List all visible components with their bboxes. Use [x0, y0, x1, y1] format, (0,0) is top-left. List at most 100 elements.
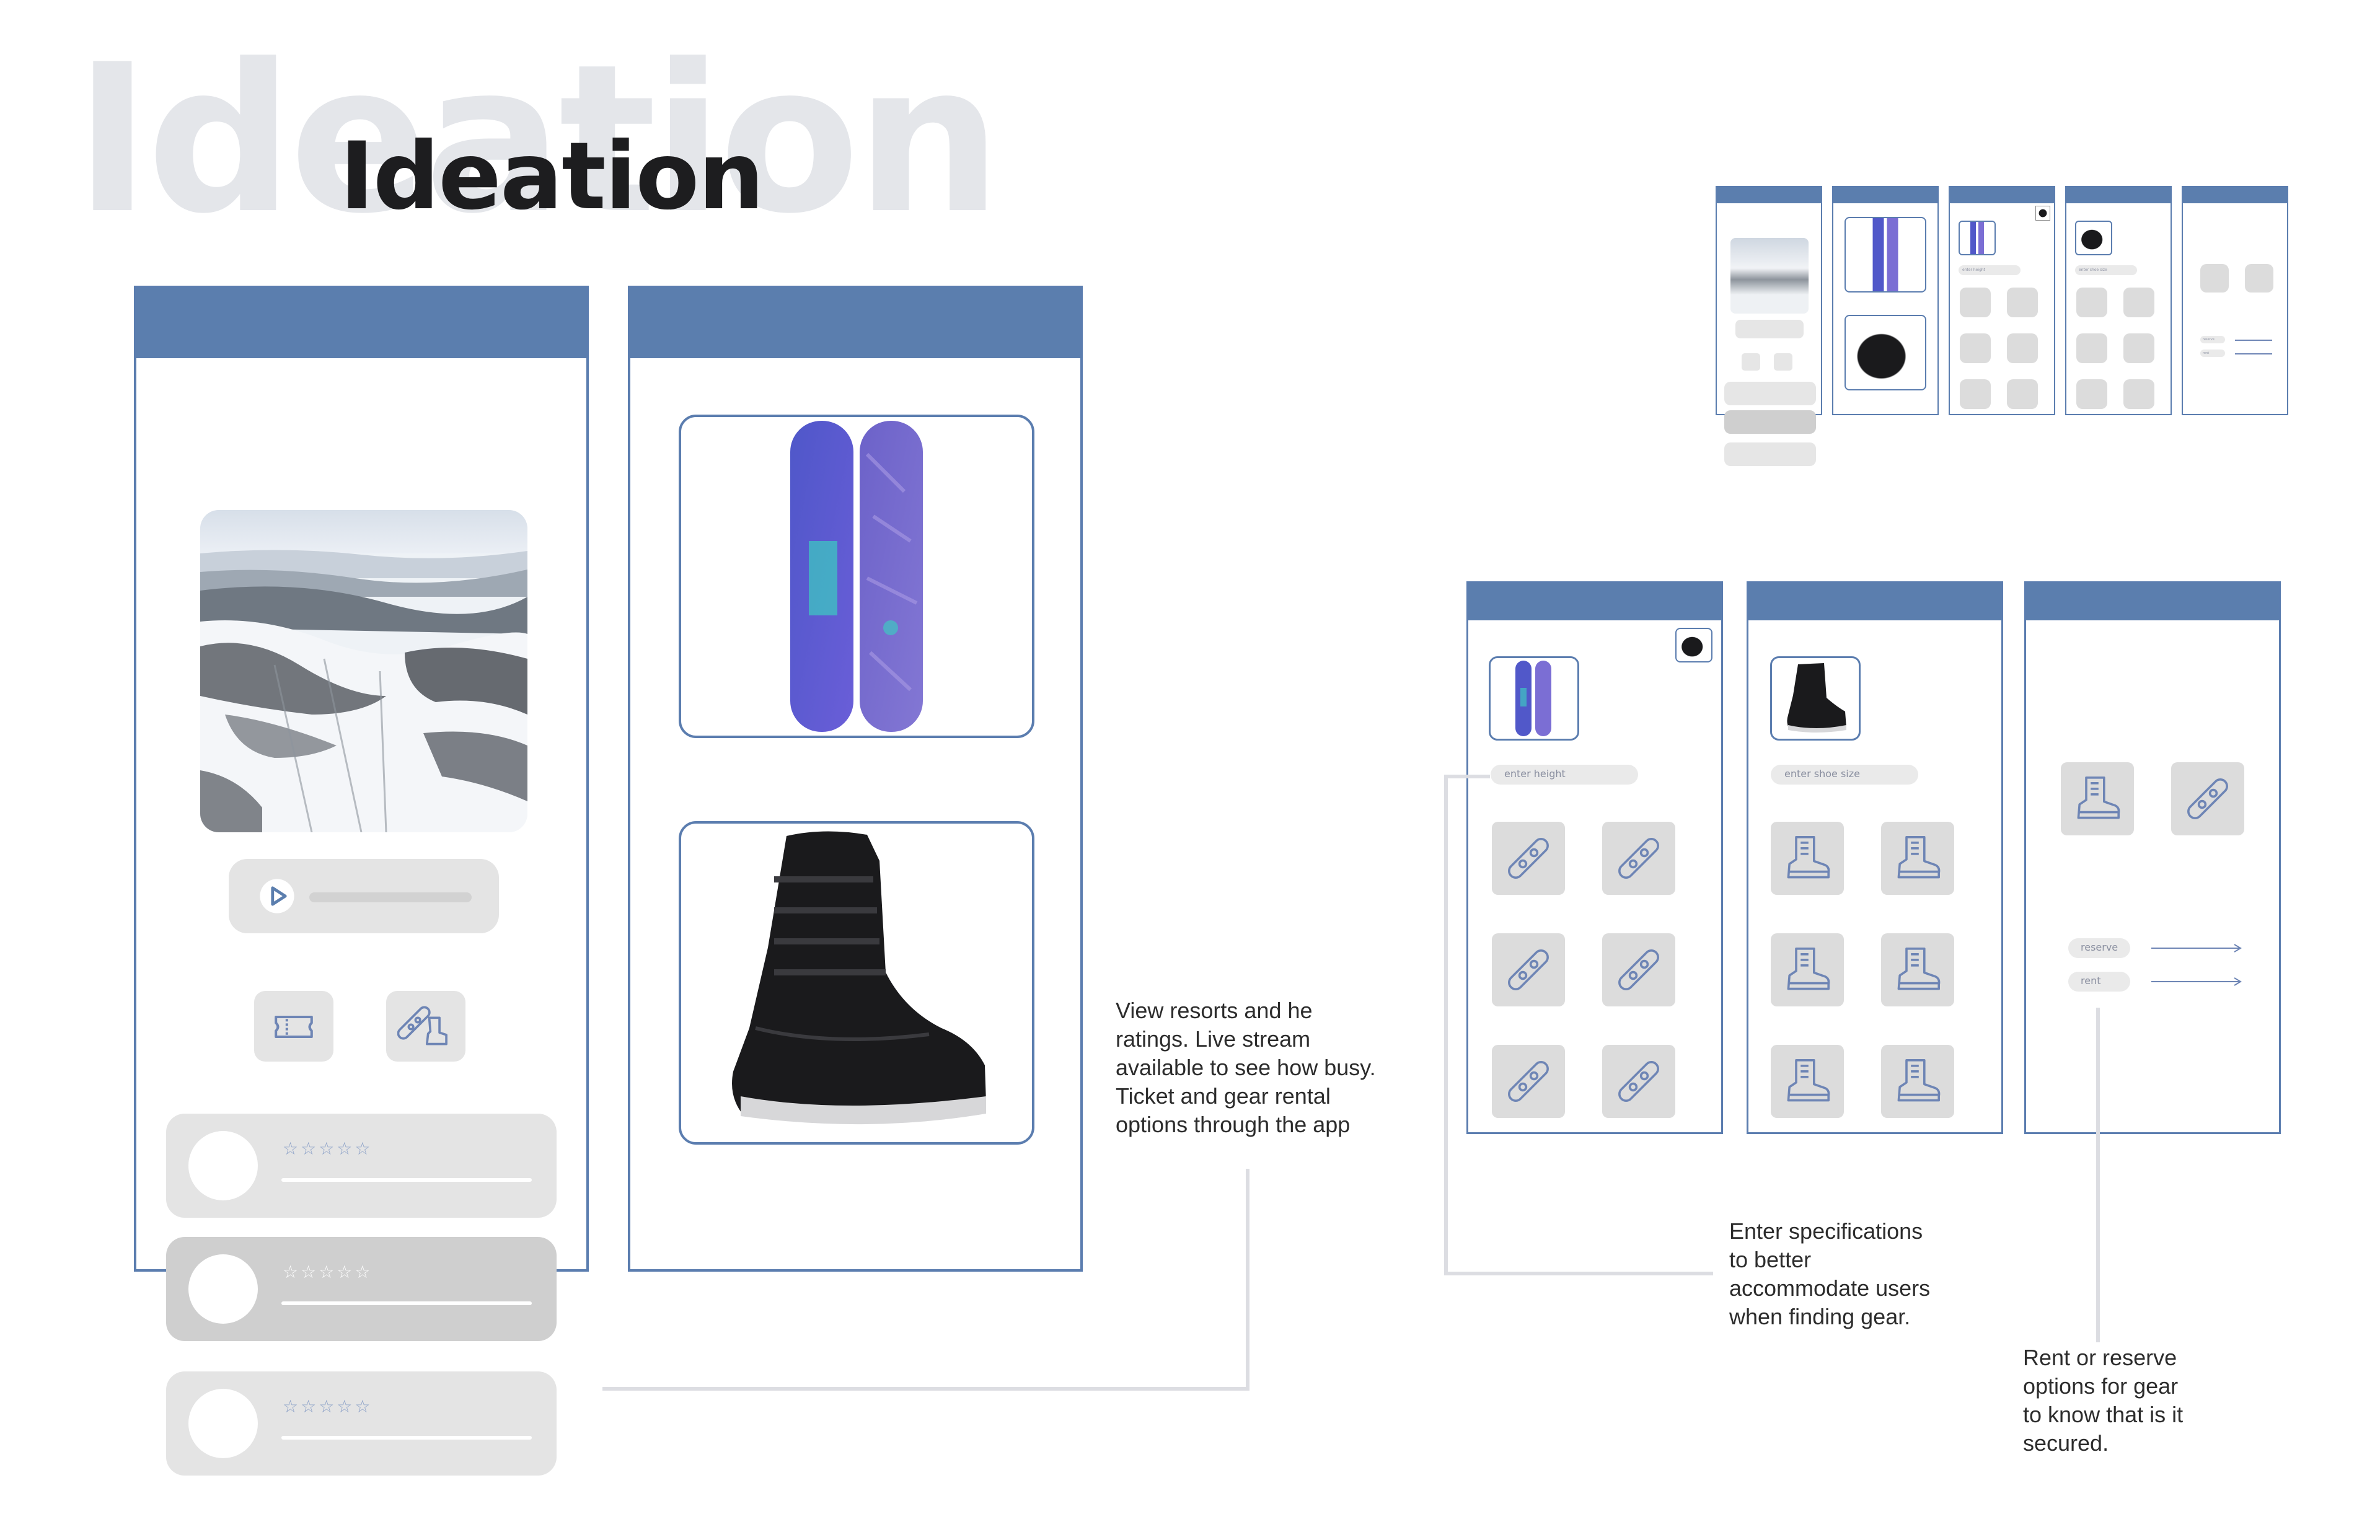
snowboard-size-tile[interactable]	[1602, 822, 1675, 895]
boot-icon	[2069, 771, 2125, 827]
selected-boot[interactable]	[1770, 656, 1861, 741]
avatar	[188, 1389, 258, 1458]
boot-icon	[1890, 1054, 1946, 1109]
thumb-resort-image	[1730, 238, 1809, 314]
height-input[interactable]: enter height	[1491, 765, 1638, 785]
shoe-size-input[interactable]: enter shoe size	[1771, 765, 1918, 785]
livestream-player[interactable]	[229, 859, 499, 933]
page-title: Ideation	[340, 123, 764, 231]
boot-icon	[1890, 942, 1946, 998]
progress-bar[interactable]	[309, 892, 472, 902]
review-card[interactable]: ☆☆☆☆☆	[166, 1237, 557, 1341]
boot-thumbnail-button[interactable]	[1675, 628, 1712, 662]
reserve-button[interactable]: reserve	[2068, 938, 2130, 958]
snowboard-size-tile[interactable]	[1492, 822, 1565, 895]
thumb-boot	[1844, 315, 1926, 390]
thumb-arrow	[2235, 353, 2272, 354]
thumb-shoe-pill: enter shoe size	[2075, 265, 2137, 275]
thumb-review	[1724, 410, 1816, 434]
rating-stars: ☆☆☆☆☆	[283, 1262, 373, 1282]
thumb-tile	[1960, 288, 1991, 317]
thumb-gear	[1774, 353, 1792, 371]
connector-line	[1444, 1272, 1713, 1275]
thumb-review	[1724, 442, 1816, 466]
thumb-tile	[1960, 379, 1991, 409]
thumb-arrow	[2235, 340, 2272, 341]
thumb-reserve-pill: reserve	[2200, 336, 2225, 343]
boot-size-tile[interactable]	[1771, 1045, 1844, 1118]
snowboard-size-tile[interactable]	[1602, 933, 1675, 1006]
review-card[interactable]: ☆☆☆☆☆	[166, 1371, 557, 1476]
avatar	[188, 1131, 258, 1200]
snowboard-card[interactable]	[679, 415, 1034, 738]
snowboard-icon	[1611, 830, 1667, 886]
connector-line	[2096, 1008, 2100, 1342]
screen-header	[630, 288, 1080, 358]
thumb-screen-shoe: enter shoe size	[2065, 186, 2172, 415]
thumb-screen-resort	[1716, 186, 1822, 415]
boot-card[interactable]	[679, 821, 1034, 1145]
snowboard-icon	[1501, 1054, 1556, 1109]
gear-rental-button[interactable]	[386, 991, 465, 1062]
thumbnail-strip: enter height enter shoe size reserve ren…	[1716, 186, 2288, 471]
screen-header	[1748, 583, 2001, 620]
boot-selection-tile[interactable]	[2061, 762, 2134, 835]
snowboard-icon	[1611, 942, 1667, 998]
thumb-tile	[2007, 288, 2038, 317]
snowboard-image	[790, 421, 923, 732]
thumb-tile	[1960, 333, 1991, 363]
boot-icon	[1779, 1054, 1835, 1109]
thumb-height-pill: enter height	[1959, 265, 2021, 275]
resort-image	[200, 510, 527, 832]
snowboard-size-tile[interactable]	[1602, 1045, 1675, 1118]
boot-size-tile[interactable]	[1881, 1045, 1954, 1118]
boot-size-tile[interactable]	[1771, 933, 1844, 1006]
selected-snowboard[interactable]	[1489, 656, 1579, 741]
thumb-ticket	[1742, 353, 1760, 371]
thumb-header	[2183, 187, 2287, 203]
snowboard-selection-tile[interactable]	[2171, 762, 2244, 835]
thumb-header	[1950, 187, 2054, 203]
boot-size-tile[interactable]	[1881, 933, 1954, 1006]
thumb-screen-height: enter height	[1949, 186, 2055, 415]
review-line	[281, 1436, 532, 1440]
gear-icon	[397, 998, 454, 1055]
ticket-button[interactable]	[254, 991, 333, 1062]
thumb-screen-gear	[1832, 186, 1939, 415]
thumb-rent-pill: rent	[2200, 350, 2225, 357]
thumb-tile	[2076, 288, 2107, 317]
review-line	[281, 1178, 532, 1182]
snowboard-icon	[1501, 942, 1556, 998]
boot-icon	[1779, 942, 1835, 998]
screen-shoe-size: enter shoe size	[1747, 581, 2003, 1134]
review-card[interactable]: ☆☆☆☆☆	[166, 1114, 557, 1218]
thumb-tile	[2076, 379, 2107, 409]
connector-line	[602, 1387, 1250, 1391]
screen-resort	[134, 286, 589, 1272]
boot-size-tile[interactable]	[1771, 822, 1844, 895]
thumb-selected-board	[1959, 221, 1996, 255]
thumb-header	[2066, 187, 2171, 203]
thumb-tile	[2123, 379, 2154, 409]
thumb-selected-boot	[2075, 221, 2112, 255]
rent-button[interactable]: rent	[2068, 972, 2130, 992]
play-icon[interactable]	[258, 878, 296, 915]
avatar	[188, 1254, 258, 1324]
thumb-header	[1717, 187, 1821, 203]
connector-line	[1246, 1169, 1250, 1391]
boot-icon	[1779, 830, 1835, 886]
thumb-tile	[2200, 264, 2229, 293]
caption-specs: Enter specifications to better accommoda…	[1729, 1218, 1931, 1329]
snowboard-icon	[2180, 771, 2236, 827]
thumb-tile	[2245, 264, 2273, 293]
connector-line	[1444, 775, 1490, 778]
boot-size-tile[interactable]	[1881, 822, 1954, 895]
snowboard-size-tile[interactable]	[1492, 933, 1565, 1006]
snowboard-size-tile[interactable]	[1492, 1045, 1565, 1118]
thumb-snowboard	[1844, 217, 1926, 293]
thumb-tile	[2123, 288, 2154, 317]
screen-gear	[628, 286, 1083, 1272]
reserve-arrow-icon	[2150, 942, 2243, 954]
snowboard-icon	[1501, 830, 1556, 886]
boot-image	[732, 831, 986, 1125]
